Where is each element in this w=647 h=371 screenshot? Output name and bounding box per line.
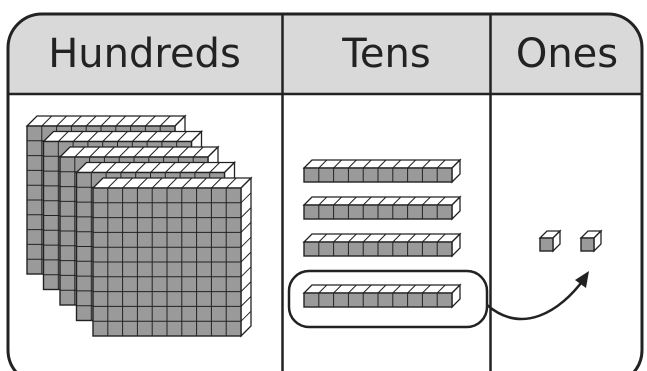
header-hundreds: Hundreds — [48, 31, 241, 77]
ten-rod — [302, 158, 462, 184]
ten-rod-circled — [302, 283, 462, 309]
circled-ten-rod-outline — [287, 269, 489, 329]
header-tens: Tens — [342, 31, 431, 77]
ten-rod — [302, 232, 462, 258]
hundred-flat — [91, 176, 253, 338]
header-row-background — [8, 14, 642, 94]
header-ones: Ones — [515, 31, 619, 77]
table-frame — [6, 12, 644, 371]
tens-blocks — [302, 158, 462, 309]
hundreds-blocks — [25, 114, 253, 338]
one-cube — [579, 229, 603, 253]
one-cube — [538, 229, 562, 253]
ones-blocks — [538, 229, 603, 253]
regroup-arrow — [486, 278, 586, 321]
ten-rod — [302, 195, 462, 221]
regroup-arrowhead — [575, 271, 589, 288]
